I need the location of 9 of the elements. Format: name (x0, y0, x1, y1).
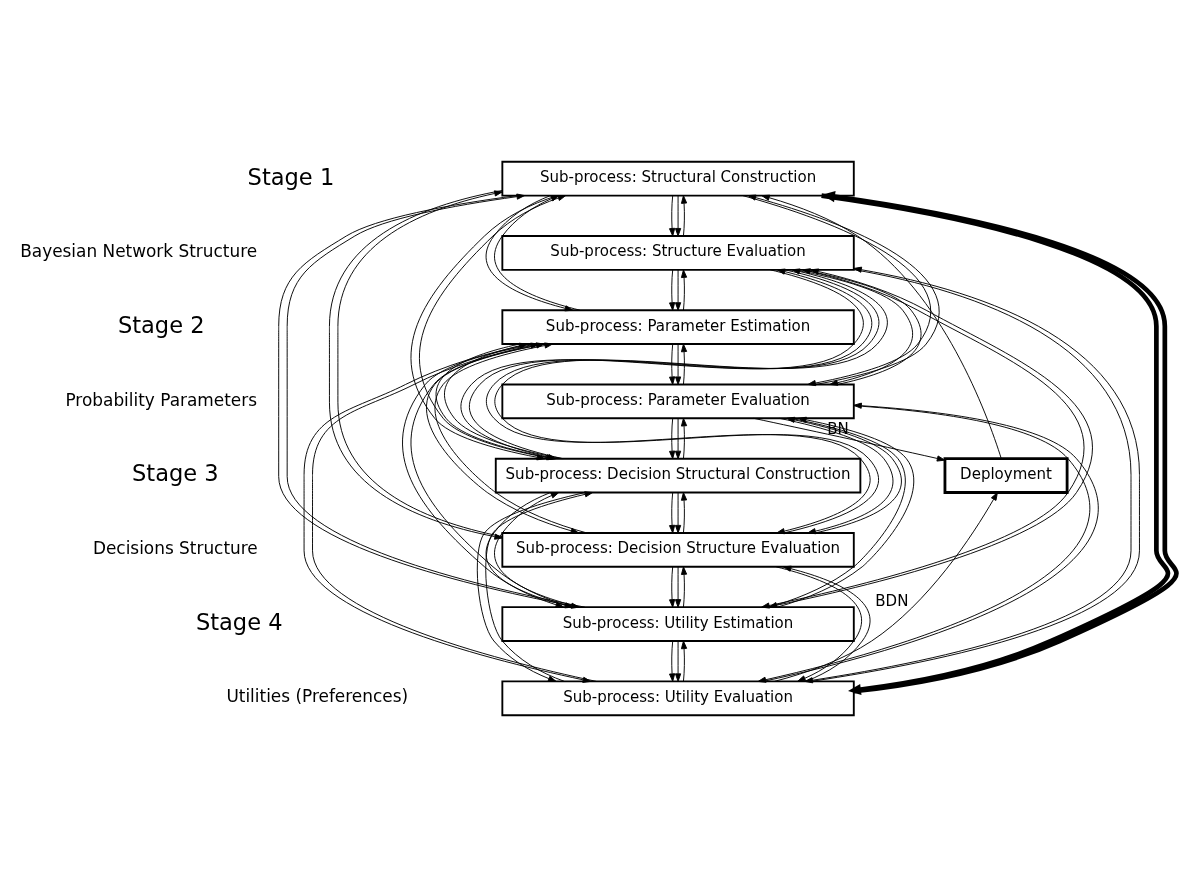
edge-label: BDN (875, 592, 909, 611)
label: Stage 1 (247, 163, 335, 190)
label: Bayesian Network Structure (20, 241, 258, 262)
label: Stage 2 (117, 311, 205, 338)
label: Utilities (Preferences) (226, 686, 409, 707)
label: Decisions Structure (92, 537, 258, 558)
label: Stage 4 (195, 608, 283, 635)
label: Stage 3 (132, 460, 219, 487)
label: Probability Parameters (65, 389, 257, 410)
